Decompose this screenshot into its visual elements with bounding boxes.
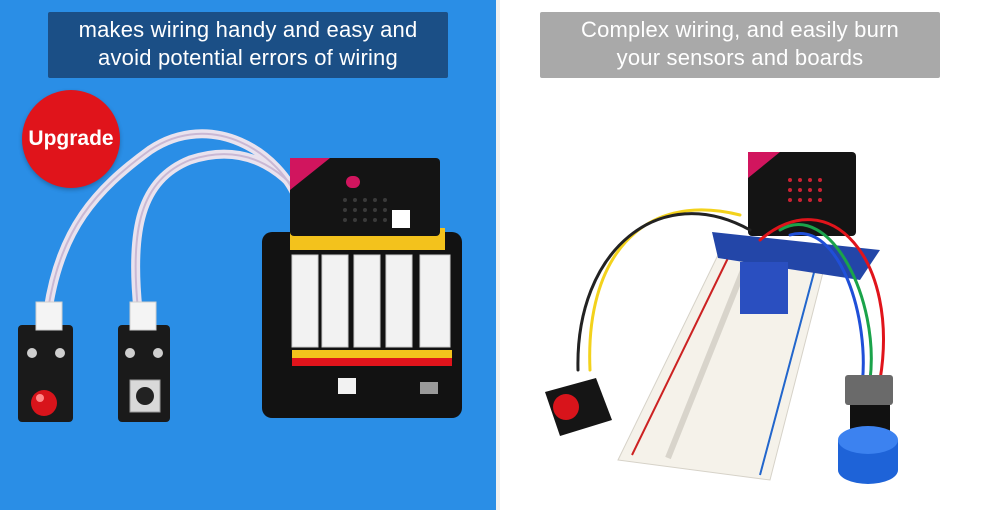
right-caption-line2: your sensors and boards bbox=[616, 45, 864, 70]
panel-divider bbox=[496, 0, 500, 510]
right-caption-line1: Complex wiring, and easily burn bbox=[580, 17, 899, 42]
right-caption: Complex wiring, and easily burn your sen… bbox=[540, 12, 940, 78]
left-caption-line2: avoid potential errors of wiring bbox=[98, 45, 398, 70]
left-caption: makes wiring handy and easy and avoid po… bbox=[48, 12, 448, 78]
left-caption-line1: makes wiring handy and easy and bbox=[78, 17, 418, 42]
upgrade-badge: Upgrade bbox=[22, 90, 120, 188]
